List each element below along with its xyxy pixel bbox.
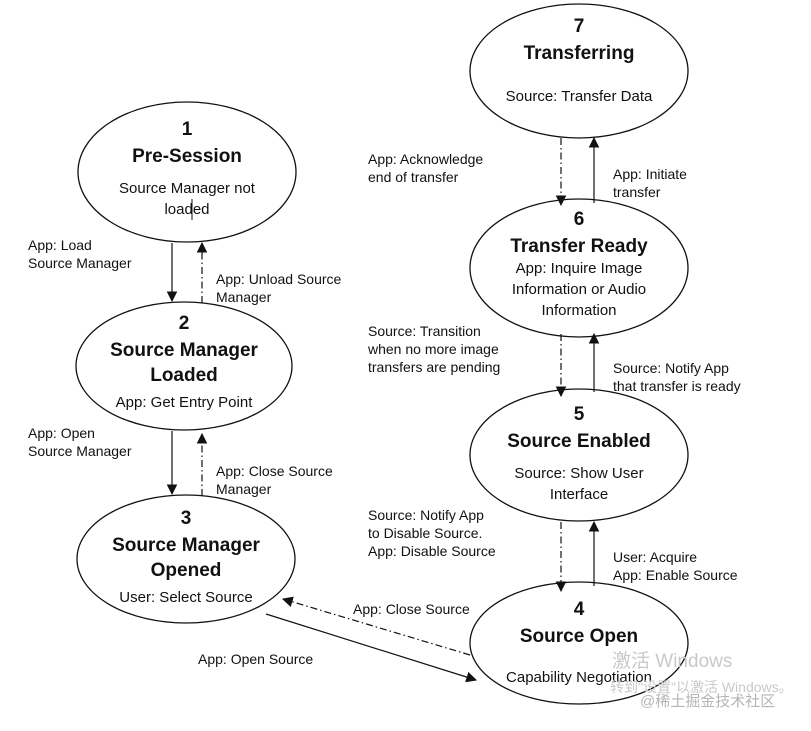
transition-67-label: transfer (613, 184, 661, 200)
transition-56-label: Source: Notify App (613, 360, 729, 376)
transition-76-label: end of transfer (368, 169, 459, 185)
state-3-description: User: Select Source (119, 589, 253, 606)
state-7-ellipse (469, 3, 689, 139)
state-1-description: loaded (164, 201, 210, 218)
state-3-title: Source Manager (112, 535, 260, 556)
state-4-title: Source Open (519, 626, 639, 647)
transition-12-label: Source Manager (28, 255, 132, 271)
transition-65-label: when no more image (368, 341, 499, 357)
state-3-title: Opened (150, 560, 222, 581)
transition-54-label: App: Disable Source (368, 543, 496, 559)
state-7-title: Transferring (523, 43, 635, 64)
state-2-title: Loaded (150, 365, 218, 386)
state-7-number: 7 (573, 16, 585, 37)
transition-54-label: Source: Notify App (368, 507, 484, 523)
transition-34-arrow (265, 613, 478, 683)
transition-56-label: that transfer is ready (613, 378, 741, 394)
state-5-ellipse (469, 388, 689, 522)
state-4-description: Capability Negotiation (506, 669, 652, 686)
transition-45-label: App: Enable Source (613, 567, 738, 583)
state-2-ellipse (75, 301, 293, 431)
watermark-line-3: @稀土掘金技术社区 (640, 693, 776, 710)
state-4-ellipse (469, 581, 689, 705)
state-2-title: Source Manager (110, 340, 258, 361)
transition-67-label: App: Initiate (613, 166, 687, 182)
state-5-title: Source Enabled (507, 431, 651, 452)
state-6-description: Information or Audio (511, 281, 647, 298)
state-6-title: Transfer Ready (510, 236, 648, 257)
state-1-ellipse (77, 101, 297, 243)
transition-76-label: App: Acknowledge (368, 151, 484, 167)
transition-21-label: App: Unload Source (216, 271, 342, 287)
state-2-description: App: Get Entry Point (115, 394, 253, 411)
transition-43-arrow (281, 596, 471, 656)
transition-34-label: App: Open Source (198, 651, 314, 667)
state-5-description: Source: Show User (514, 465, 644, 482)
state-6-ellipse (469, 198, 689, 338)
transition-54-label: to Disable Source. (368, 525, 483, 541)
state-6-description: App: Inquire Image (515, 260, 643, 277)
state-3-number: 3 (180, 508, 192, 529)
transition-45-label: User: Acquire (613, 549, 698, 565)
transition-65-label: Source: Transition (368, 323, 481, 339)
transition-32-label: Manager (216, 481, 272, 497)
transition-32-label: App: Close Source (216, 463, 333, 479)
state-1-title: Pre-Session (132, 146, 242, 167)
state-1-description: Source Manager not (119, 180, 255, 197)
transition-23-label: Source Manager (28, 443, 132, 459)
watermark-line-2: 转到"设置"以激活 Windows。 (610, 679, 793, 695)
state-3-ellipse (76, 494, 296, 624)
state-1-number: 1 (181, 119, 193, 140)
transition-65-label: transfers are pending (368, 359, 501, 375)
state-5-description: Interface (549, 486, 609, 503)
transition-43-label: App: Close Source (353, 601, 470, 617)
state-5-number: 5 (573, 404, 585, 425)
state-6-number: 6 (573, 209, 585, 230)
state-7-description: Source: Transfer Data (505, 88, 653, 105)
transition-21-label: Manager (216, 289, 272, 305)
watermark-line-1: 激活 Windows (612, 651, 733, 672)
transition-12-label: App: Load (28, 237, 92, 253)
state-6-description: Information (541, 302, 617, 319)
state-4-number: 4 (573, 599, 585, 620)
transition-23-label: App: Open (28, 425, 95, 441)
state-2-number: 2 (178, 313, 190, 334)
